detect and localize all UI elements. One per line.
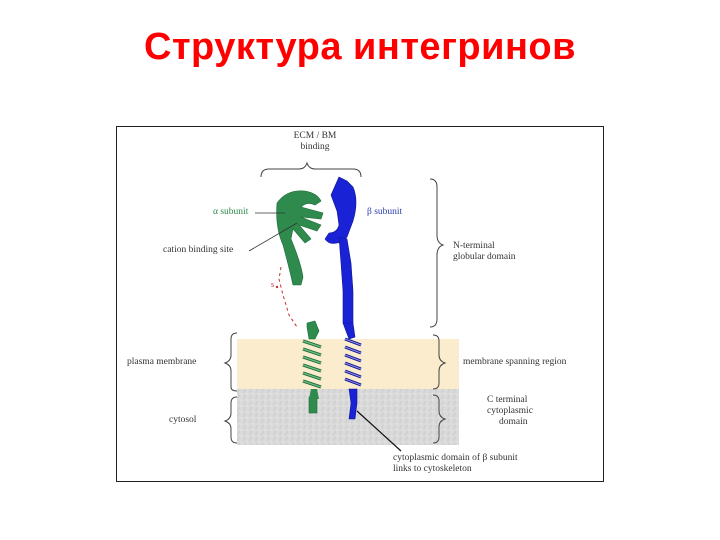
n-terminal-line1: N-terminal — [453, 241, 495, 251]
c-terminal-line1: C terminal — [487, 395, 528, 405]
alpha-stalk-lower — [309, 389, 319, 399]
c-terminal-line2: cytoplasmic — [487, 406, 533, 416]
plasma-membrane-label: plasma membrane — [127, 357, 197, 367]
cytosol-band — [237, 389, 459, 445]
cytoplasmic-link-line1: cytoplasmic domain of — [393, 453, 481, 463]
alpha-coil-highlight — [302, 340, 322, 388]
disulfide-bond — [278, 266, 298, 328]
beta-subunit-label: β subunit — [367, 207, 403, 217]
integrin-diagram: ECM / BM binding α subunit β subunit cat… — [116, 126, 604, 482]
n-terminal-label: N-terminal globular domain — [453, 241, 516, 263]
n-terminal-brace — [429, 178, 445, 328]
n-terminal-line2: globular domain — [453, 252, 516, 262]
ecm-binding-line1: ECM / BM — [293, 131, 337, 141]
plasma-membrane-brace — [223, 332, 238, 392]
ecm-binding-label: ECM / BM binding — [285, 131, 345, 153]
disulfide-label: s — [271, 280, 275, 289]
cytosol-brace — [223, 396, 238, 444]
c-terminal-label: C terminal cytoplasmic domain — [487, 395, 533, 428]
slide-title: Структура интегринов — [144, 26, 576, 68]
cytoplasmic-link-line — [356, 410, 402, 452]
cation-binding-site-label: cation binding site — [163, 245, 234, 255]
cytoplasmic-link-line2: links to cytoskeleton — [393, 464, 472, 474]
ecm-binding-line2: binding — [300, 142, 330, 152]
cytoplasmic-link-label: cytoplasmic domain of β subunit links to… — [393, 453, 518, 475]
alpha-subunit-shape — [276, 190, 324, 414]
c-terminal-brace — [432, 394, 447, 444]
beta-subunit-shape — [324, 176, 358, 420]
c-terminal-line3: domain — [499, 417, 528, 427]
membrane-spanning-brace — [432, 334, 447, 390]
membrane-spanning-label: membrane spanning region — [463, 357, 567, 367]
cation-site-line — [248, 222, 298, 252]
beta-coil-highlight — [344, 338, 362, 386]
disulfide-dot — [275, 285, 279, 289]
ecm-binding-brace — [260, 161, 362, 178]
alpha-subunit-label: α subunit — [213, 207, 249, 217]
integrin-illustration — [223, 161, 459, 452]
cytoplasmic-link-beta: β subunit — [482, 453, 518, 463]
cytosol-label: cytosol — [169, 415, 197, 425]
